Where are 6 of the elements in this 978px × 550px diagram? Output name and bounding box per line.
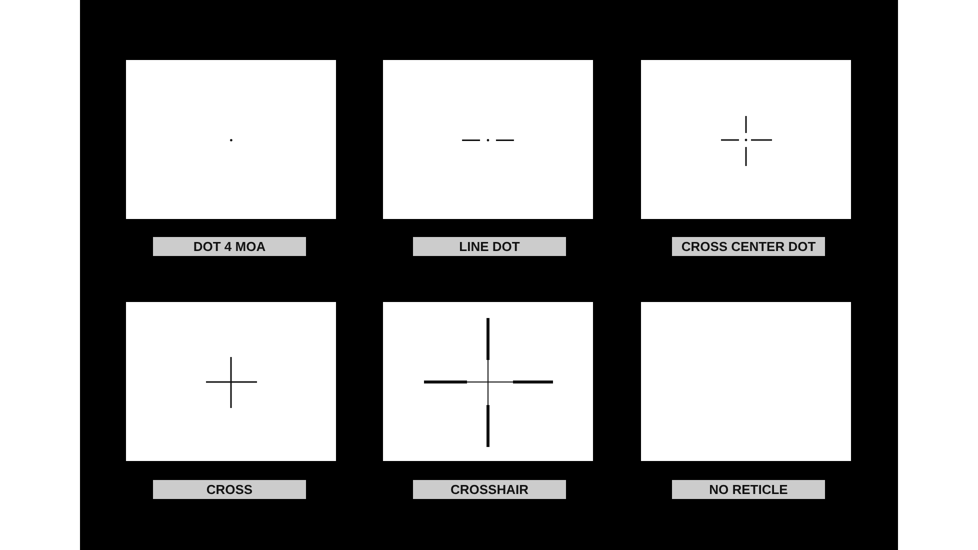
- caption-label: NO RETICLE: [672, 480, 825, 499]
- caption-label: DOT 4 MOA: [153, 237, 306, 256]
- caption-label: CROSS: [153, 480, 306, 499]
- caption-label: CROSS CENTER DOT: [672, 237, 825, 256]
- caption-label: LINE DOT: [413, 237, 566, 256]
- caption-label: CROSSHAIR: [413, 480, 566, 499]
